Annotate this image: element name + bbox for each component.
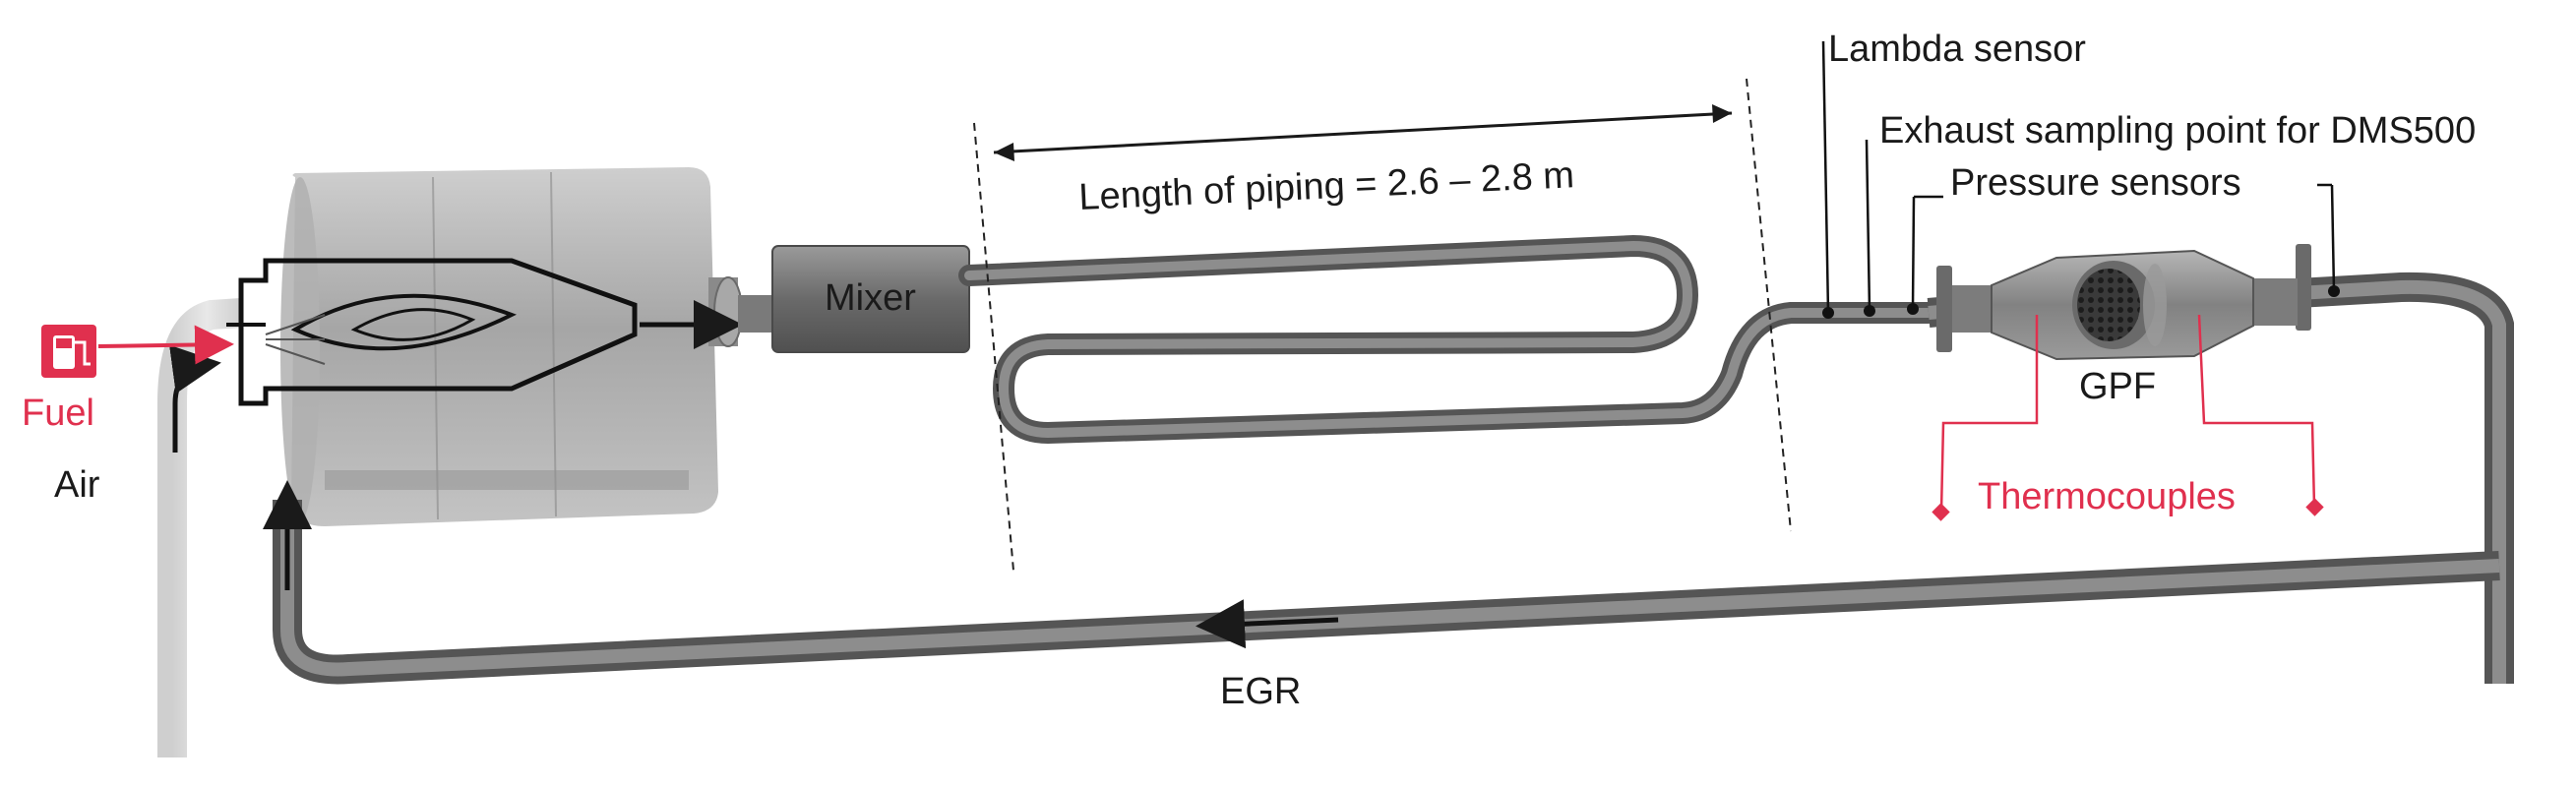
- piping-length-label: Length of piping = 2.6 – 2.8 m: [1078, 154, 1575, 218]
- fuel-pump-icon: [41, 325, 96, 378]
- gpf-housing: [1936, 244, 2311, 361]
- lambda-sensor-label: Lambda sensor: [1828, 29, 2086, 70]
- air-flow-arrow: [169, 344, 221, 453]
- length-dimension-arrow: [993, 104, 1733, 161]
- egr-return-pipe: [273, 500, 2500, 685]
- thermocouple-leads: [1939, 314, 2316, 513]
- piping-boundary-left: [973, 122, 1014, 572]
- pressure-sensors-label: Pressure sensors: [1950, 162, 2241, 204]
- mixer-label: Mixer: [825, 277, 916, 319]
- egr-label: EGR: [1220, 671, 1301, 712]
- fuel-flow-arrow: [97, 325, 234, 365]
- burner-outline: [226, 258, 638, 406]
- air-inlet-pipe: [157, 298, 242, 757]
- egr-flow-arrow: [1196, 599, 1339, 649]
- thermocouple-tip-left: [1932, 503, 1950, 521]
- exhaust-sampling-label: Exhaust sampling point for DMS500: [1879, 110, 2476, 151]
- serpentine-piping: [958, 234, 1939, 445]
- piping-boundary-right: [1746, 78, 1792, 532]
- mixer-box: [738, 245, 970, 353]
- air-label: Air: [54, 464, 100, 506]
- thermocouple-tip-right: [2305, 498, 2324, 516]
- gpf-label: GPF: [2079, 366, 2156, 407]
- thermocouples-label: Thermocouples: [1978, 476, 2236, 517]
- sensor-points: [1821, 40, 2340, 319]
- fuel-label: Fuel: [22, 393, 94, 434]
